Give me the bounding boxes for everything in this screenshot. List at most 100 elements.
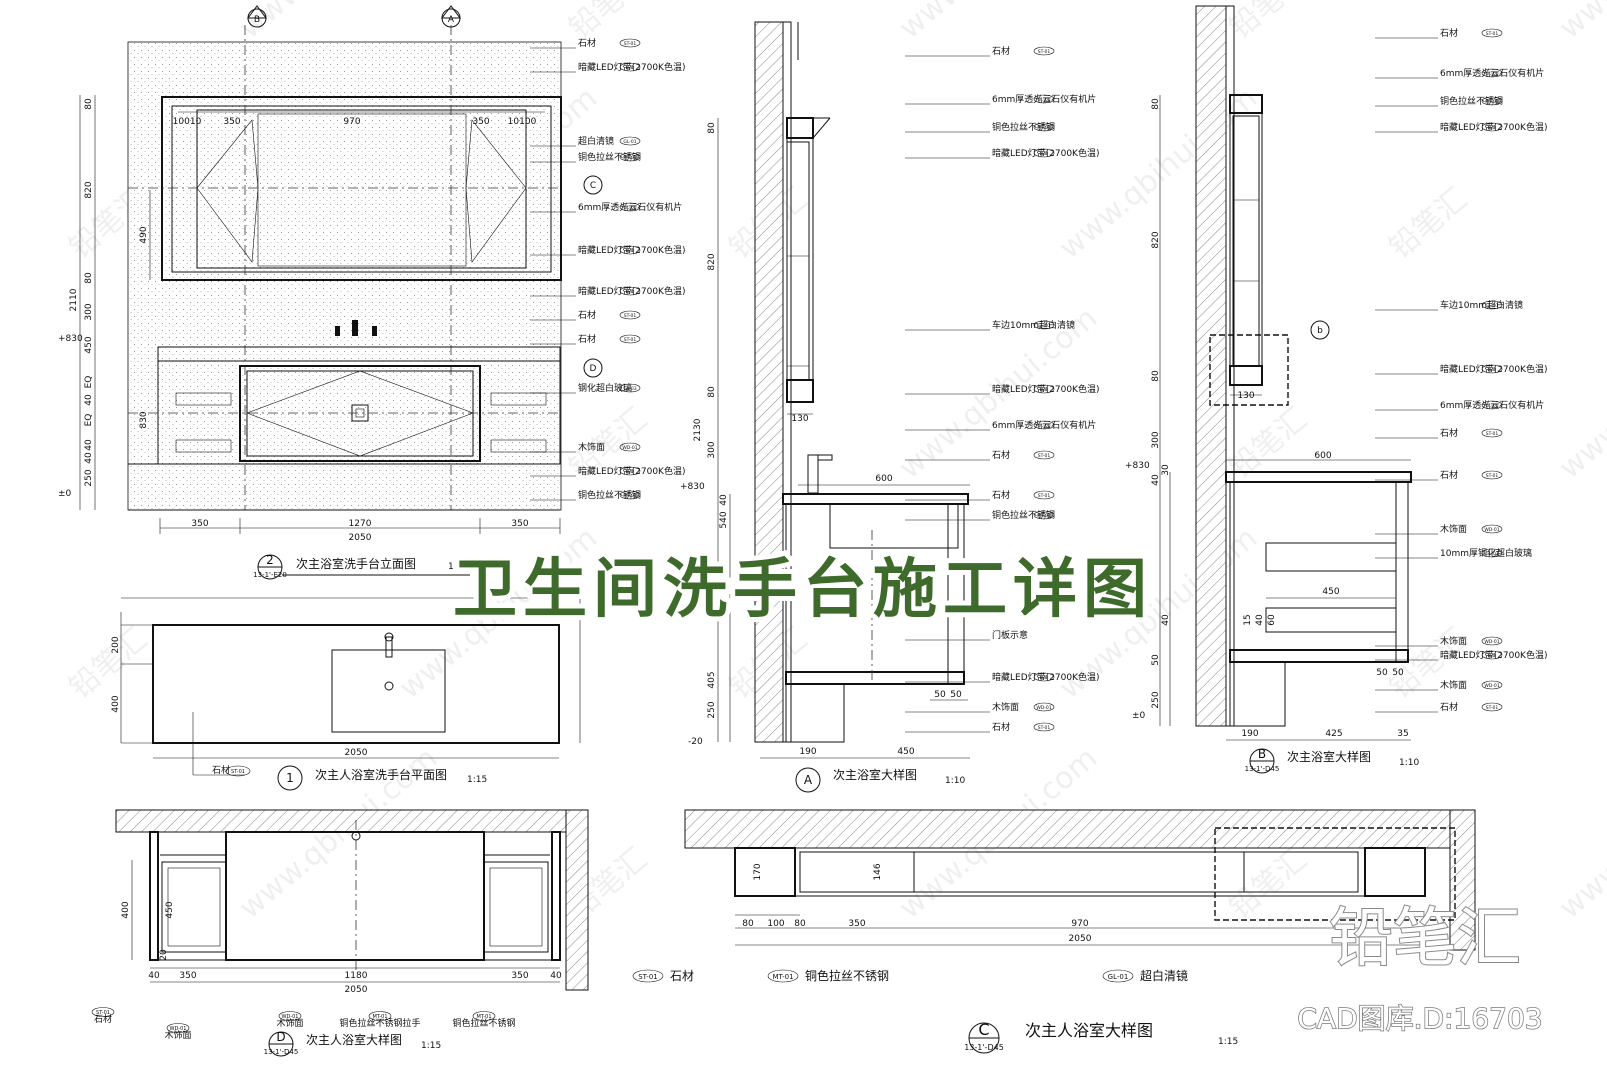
material-note: 石材 bbox=[992, 721, 1010, 733]
dim-label: 400 bbox=[121, 901, 131, 918]
dim-label: 450 bbox=[897, 747, 914, 757]
dim-label: 30 bbox=[1161, 464, 1171, 476]
svg-text:1:15: 1:15 bbox=[421, 1041, 441, 1051]
svg-text:13-1'-D45: 13-1'-D45 bbox=[264, 1048, 299, 1056]
svg-text:b: b bbox=[1317, 326, 1323, 336]
banner-title: 卫生间洗手台施工详图 bbox=[453, 553, 1153, 627]
watermark-text: 铅笔汇 bbox=[1383, 181, 1474, 266]
material-note: 木饰面 bbox=[276, 1017, 303, 1029]
material-code-tag bbox=[619, 152, 641, 162]
material-code-tag bbox=[1481, 636, 1503, 646]
cad-id-label: CAD图库.D:16703 bbox=[1297, 1002, 1542, 1035]
material-note: 车边10mm超白清镜 bbox=[1440, 299, 1523, 311]
watermark-text: www.qbihui.com bbox=[1553, 741, 1607, 926]
material-note: 石材 bbox=[670, 969, 694, 983]
leader-note: 石材 ST-01 bbox=[905, 721, 1055, 733]
material-code: LED bbox=[1040, 151, 1049, 157]
dim-label: 300 bbox=[707, 441, 717, 458]
material-code: MT-01 bbox=[772, 973, 793, 981]
material-code: GL-05 bbox=[1485, 403, 1498, 409]
material-code-tag bbox=[1033, 320, 1055, 330]
material-note: 石材 bbox=[1440, 27, 1458, 39]
material-code-tag bbox=[619, 334, 641, 344]
material-note: 暗藏LED灯带(2700K色温) bbox=[578, 61, 685, 73]
plan-title: 次主人浴室洗手台平面图 bbox=[315, 767, 447, 782]
material-code: LED bbox=[626, 289, 635, 295]
material-note: 车边10mm超白清镜 bbox=[992, 319, 1075, 331]
svg-text:±0: ±0 bbox=[1132, 711, 1146, 721]
dim-label: 820 bbox=[1151, 231, 1161, 248]
material-code-tag bbox=[1481, 96, 1503, 106]
material-note: 木饰面 bbox=[164, 1029, 191, 1041]
dim-label: 350 bbox=[511, 519, 528, 529]
dim-label: 50 bbox=[934, 690, 946, 700]
material-code: ST-01 bbox=[624, 313, 637, 319]
dim-label: 40 bbox=[719, 494, 729, 506]
material-note: 石材 bbox=[1440, 469, 1458, 481]
section-c-wall bbox=[684, 809, 1476, 849]
dim-label: 50 bbox=[1376, 668, 1388, 678]
leader-note: 暗藏LED灯带(2700K色温)LED bbox=[1375, 363, 1547, 375]
material-note: 暗藏LED灯带(2700K色温) bbox=[1440, 649, 1547, 661]
material-code: MT-01 bbox=[1037, 513, 1051, 519]
material-code: LED bbox=[626, 248, 635, 254]
dim-label: 490 bbox=[139, 226, 149, 243]
section-c-cabinet bbox=[734, 847, 1426, 897]
material-code-tag bbox=[1033, 46, 1055, 56]
material-note: 铜色拉丝不锈钢 bbox=[992, 121, 1055, 133]
svg-text:1:15: 1:15 bbox=[1218, 1037, 1238, 1047]
svg-text:B: B bbox=[1258, 747, 1266, 761]
material-note: 铜色拉丝不锈钢 bbox=[805, 968, 889, 983]
dim-label: 350 bbox=[179, 971, 196, 981]
material-code: GL-05 bbox=[1037, 423, 1050, 429]
dim-label: 250 bbox=[84, 469, 94, 486]
dim-label: 80 bbox=[84, 272, 94, 284]
svg-text:1:10: 1:10 bbox=[945, 776, 965, 786]
dim-label: 40 bbox=[84, 394, 94, 406]
svg-text:+830: +830 bbox=[58, 334, 83, 344]
material-code-tag bbox=[1033, 490, 1055, 500]
dim-label: 2050 bbox=[1069, 934, 1092, 944]
svg-text:1:15: 1:15 bbox=[448, 562, 468, 572]
dim-label: 10100 bbox=[508, 117, 537, 127]
dim-label: 15 bbox=[1243, 614, 1253, 625]
dim-label: 10010 bbox=[173, 117, 202, 127]
section-a-title: 次主浴室大样图 bbox=[833, 767, 917, 782]
dim-label: EQ bbox=[84, 414, 94, 427]
dim-label: 600 bbox=[1314, 451, 1331, 461]
material-code-tag bbox=[1033, 702, 1055, 712]
svg-text:2: 2 bbox=[266, 553, 274, 567]
dim-label: 970 bbox=[343, 117, 360, 127]
level-marks: +830 ±0 bbox=[58, 334, 83, 499]
section-marker-d: D bbox=[583, 358, 603, 378]
svg-text:+830: +830 bbox=[680, 482, 705, 492]
material-code-tag bbox=[1033, 450, 1055, 460]
material-code: ST-01 bbox=[638, 973, 658, 981]
material-code: LED bbox=[626, 469, 635, 475]
dim-label: 130 bbox=[1237, 391, 1254, 401]
section-c-detail-box bbox=[1214, 827, 1456, 921]
material-code-tag bbox=[619, 442, 641, 452]
vanity-center-door bbox=[239, 365, 481, 462]
section-b-detail-box bbox=[1209, 334, 1289, 406]
material-code: ST-01 bbox=[1486, 705, 1499, 711]
mirror-inner-frame bbox=[171, 105, 552, 273]
dim-label: 350 bbox=[472, 117, 489, 127]
section-b-title: 次主浴室大样图 bbox=[1287, 749, 1371, 764]
material-note: 铜色拉丝不锈钢 bbox=[1440, 95, 1503, 107]
section-b-wall bbox=[1195, 5, 1227, 727]
material-code-tag bbox=[1033, 722, 1055, 732]
dim-label: 20 bbox=[159, 949, 169, 961]
material-code: ST-01 bbox=[1038, 725, 1051, 731]
